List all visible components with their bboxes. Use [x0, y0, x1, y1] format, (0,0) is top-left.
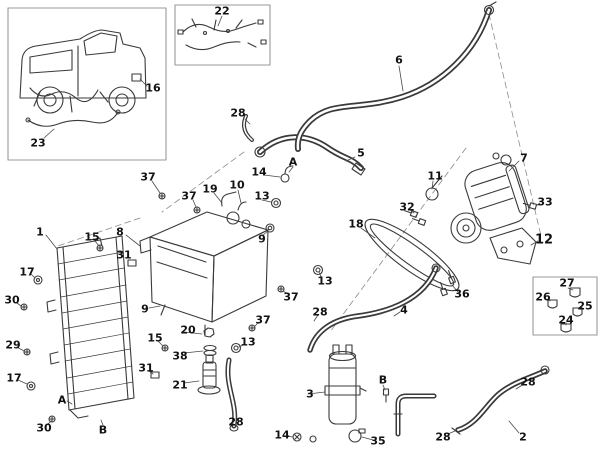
callout-17: 17 — [6, 371, 22, 385]
hose-4-drawing — [307, 263, 441, 353]
callout-21: 21 — [172, 378, 188, 392]
callout-28: 28 — [230, 106, 246, 120]
callout-9: 9 — [258, 232, 266, 246]
callout-38: 38 — [172, 349, 188, 363]
marker-a: A — [288, 155, 298, 169]
callout-23: 23 — [30, 136, 46, 150]
marker-b: B — [98, 423, 108, 437]
callout-1: 1 — [36, 225, 44, 239]
harness-inset-box — [174, 4, 271, 66]
connector-16-drawing — [131, 73, 142, 82]
van-inset-drawing — [19, 29, 147, 127]
callout-3: 3 — [306, 387, 314, 401]
callout-13: 13 — [317, 274, 333, 288]
callout-28: 28 — [312, 305, 328, 319]
callout-37: 37 — [181, 189, 197, 203]
callout-14: 14 — [274, 428, 290, 442]
callout-2: 2 — [519, 430, 527, 444]
callout-15: 15 — [147, 331, 163, 345]
callout-6: 6 — [395, 53, 403, 67]
callout-30: 30 — [4, 293, 20, 307]
callout-22: 22 — [214, 4, 230, 18]
callout-11: 11 — [427, 169, 443, 183]
callout-7: 7 — [520, 151, 528, 165]
callout-35: 35 — [370, 434, 386, 448]
marker-a: A — [57, 393, 67, 407]
leader-lines — [16, 15, 583, 441]
clamp-35-drawing — [348, 429, 362, 443]
clips-inset-box — [532, 276, 598, 336]
callout-37: 37 — [283, 290, 299, 304]
van-inset-box — [7, 7, 167, 161]
callout-20: 20 — [180, 323, 196, 337]
evaporator-box-drawing — [139, 191, 275, 336]
compressor-drawing — [450, 152, 530, 244]
callout-14: 14 — [251, 165, 267, 179]
callout-37: 37 — [255, 313, 271, 327]
callout-27: 27 — [559, 276, 575, 290]
callout-31: 31 — [116, 248, 132, 262]
receiver-drier-drawing — [292, 344, 390, 443]
belt-drawing — [364, 218, 460, 292]
construction-lines — [57, 13, 542, 333]
callout-17: 17 — [19, 265, 35, 279]
bracket-drawing — [489, 227, 537, 265]
hose-2-drawing — [393, 365, 550, 437]
service-valve-drawing — [197, 327, 239, 432]
callout-26: 26 — [535, 290, 551, 304]
long-hose-6-drawing — [242, 1, 497, 152]
callout-30: 30 — [36, 421, 52, 435]
marker-b: B — [378, 373, 388, 387]
callout-31: 31 — [138, 361, 154, 375]
callout-24: 24 — [558, 313, 574, 327]
harness-inset-drawing — [177, 18, 267, 51]
fasteners-drawing — [20, 192, 324, 423]
clips-inset-drawing — [547, 287, 583, 333]
callout-33: 33 — [537, 195, 553, 209]
callout-10: 10 — [229, 178, 245, 192]
condenser-drawing — [46, 235, 135, 419]
callout-13: 13 — [254, 189, 270, 203]
callout-28: 28 — [228, 415, 244, 429]
callout-18: 18 — [348, 217, 364, 231]
callout-16: 16 — [145, 81, 161, 95]
callout-36: 36 — [454, 287, 470, 301]
callout-9: 9 — [141, 302, 149, 316]
callout-28: 28 — [520, 375, 536, 389]
callout-15: 15 — [84, 230, 100, 244]
callout-25: 25 — [577, 299, 593, 313]
callout-4: 4 — [400, 303, 408, 317]
callout-37: 37 — [140, 170, 156, 184]
callout-5: 5 — [357, 146, 365, 160]
callout-12: 12 — [534, 232, 554, 248]
callout-13: 13 — [240, 335, 256, 349]
callout-8: 8 — [116, 225, 124, 239]
callout-29: 29 — [5, 338, 21, 352]
callout-19: 19 — [202, 182, 218, 196]
callout-28: 28 — [435, 430, 451, 444]
callout-32: 32 — [399, 200, 415, 214]
pipe-5-drawing — [254, 134, 366, 183]
fitting-14-drawing — [280, 173, 290, 183]
